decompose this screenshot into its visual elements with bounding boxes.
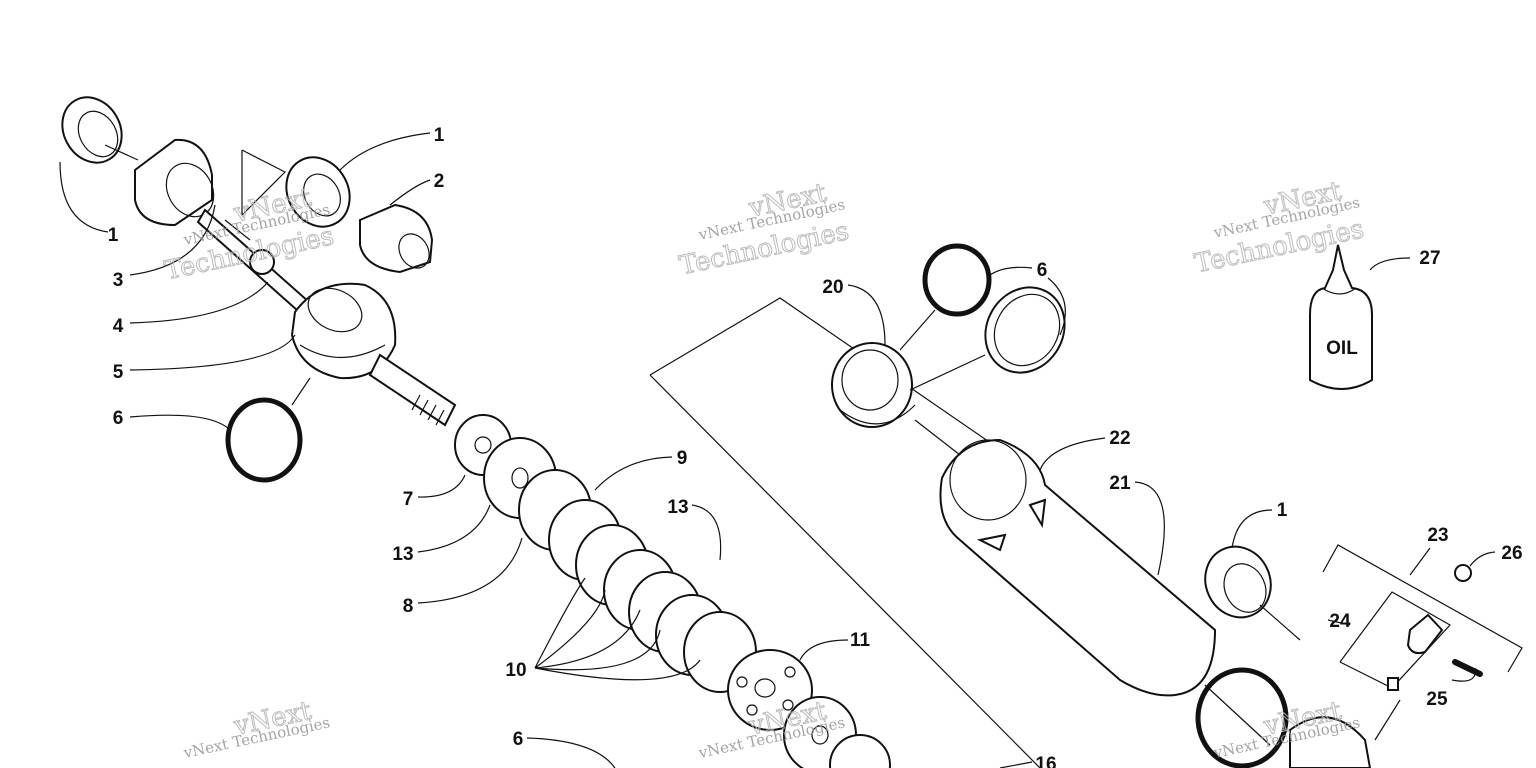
callout-16: 16 — [1035, 754, 1056, 768]
seal-head — [831, 342, 916, 428]
sleeve — [134, 138, 215, 227]
callout-25: 25 — [1426, 689, 1448, 710]
callout-10: 10 — [505, 660, 526, 681]
leader-lines — [59, 132, 1496, 768]
callout-13b: 13 — [667, 497, 688, 518]
reservoir-tube — [939, 438, 1217, 697]
callout-2: 2 — [434, 171, 445, 192]
valve-piston — [727, 649, 891, 768]
callout-24: 24 — [1329, 611, 1351, 632]
callout-11: 11 — [850, 630, 871, 651]
bushing-upper — [285, 156, 351, 228]
spacer — [359, 203, 434, 274]
shim-stack — [483, 437, 757, 693]
threaded-rod — [368, 353, 457, 427]
callout-1a: 1 — [108, 225, 119, 246]
callout-labels: 1 1 1 2 3 4 5 6 6 6 7 8 9 10 11 13 13 16… — [108, 125, 1523, 768]
callout-9: 9 — [677, 448, 688, 469]
watermark-2: vNext vNext Technologies Technologies — [677, 178, 853, 282]
callout-3: 3 — [113, 270, 124, 291]
end-cap — [1289, 716, 1372, 768]
callout-6a: 6 — [113, 408, 124, 429]
callout-4: 4 — [113, 316, 124, 337]
callout-7: 7 — [403, 489, 414, 510]
callout-22: 22 — [1109, 428, 1130, 449]
oil-bottle — [1309, 244, 1373, 390]
piston-body — [290, 282, 397, 380]
o-ring-bottom — [1195, 667, 1289, 768]
callout-27: 27 — [1419, 248, 1440, 269]
callout-21: 21 — [1109, 473, 1131, 494]
callout-5: 5 — [113, 362, 124, 383]
callout-23: 23 — [1427, 525, 1448, 546]
callout-6c: 6 — [513, 729, 524, 750]
callout-26: 26 — [1501, 543, 1522, 564]
wear-band — [984, 286, 1066, 374]
callout-8: 8 — [403, 596, 414, 617]
valve-core — [1387, 564, 1483, 691]
bushing-top-left — [61, 96, 123, 164]
o-ring-upper — [922, 243, 992, 317]
watermark-4: vNext vNext Technologies — [181, 696, 331, 763]
o-ring-left — [225, 397, 303, 483]
oil-bottle-label: OIL — [1326, 338, 1358, 359]
callout-13a: 13 — [392, 544, 413, 565]
bushing-lower-right — [1204, 545, 1272, 619]
callout-1c: 1 — [1277, 500, 1288, 521]
callout-20: 20 — [822, 277, 843, 298]
callout-1b: 1 — [434, 125, 445, 146]
callout-6b: 6 — [1037, 260, 1048, 281]
